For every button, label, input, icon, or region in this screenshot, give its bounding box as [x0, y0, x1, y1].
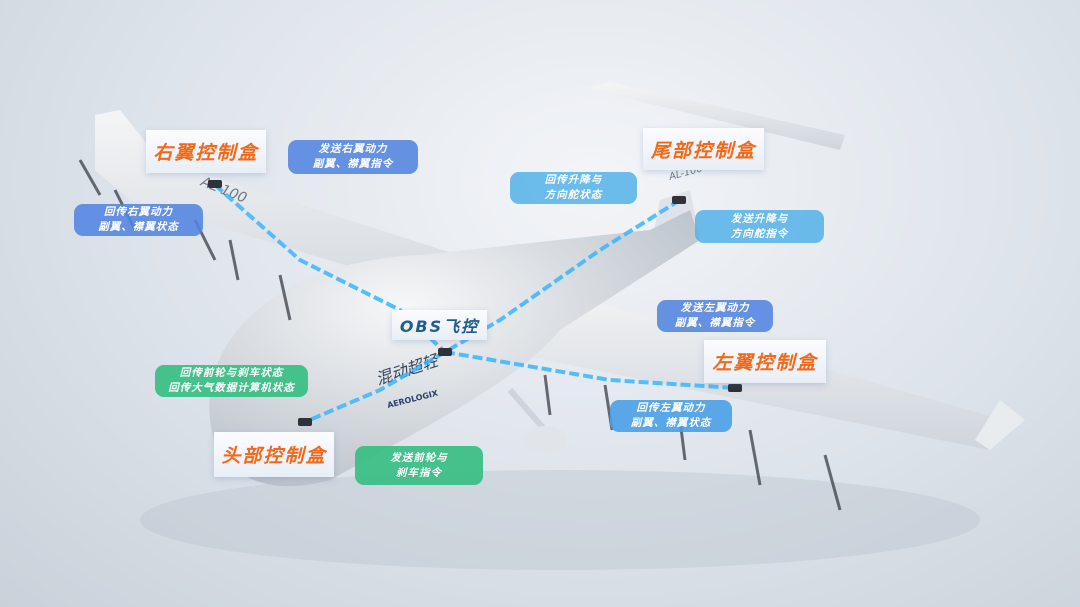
- line: 回传右翼动力: [104, 206, 173, 218]
- flight-control-label: OBS飞控: [392, 310, 487, 340]
- line: 回传大气数据计算机状态: [168, 382, 295, 394]
- line: 方向舵指令: [730, 227, 789, 240]
- line: 副翼、襟翼状态: [98, 221, 179, 233]
- head-control-box-label: 头部控制盒: [214, 432, 334, 477]
- send-head-message: 发送前轮与刹车指令: [355, 446, 483, 485]
- line: 副翼、襟翼指令: [312, 158, 394, 170]
- line: 回传升降与: [544, 174, 603, 186]
- return-left-wing-message: 回传左翼动力副翼、襟翼状态: [610, 400, 732, 432]
- line: 回传左翼动力: [636, 402, 706, 414]
- line: 刹车指令: [396, 466, 442, 479]
- tail-control-box-label: 尾部控制盒: [643, 128, 764, 170]
- control-box-modules: [208, 180, 742, 426]
- right-wing-control-box-label: 右翼控制盒: [146, 130, 266, 173]
- line: 副翼、襟翼指令: [674, 317, 756, 329]
- return-right-wing-message: 回传右翼动力副翼、襟翼状态: [74, 204, 203, 236]
- line: 回传前轮与刹车状态: [179, 367, 284, 379]
- line: 副翼、襟翼状态: [630, 417, 712, 429]
- return-tail-message: 回传升降与方向舵状态: [510, 172, 637, 204]
- line: 发送升降与: [730, 212, 789, 225]
- send-left-wing-message: 发送左翼动力副翼、襟翼指令: [657, 300, 773, 332]
- send-right-wing-message: 发送右翼动力副翼、襟翼指令: [288, 140, 418, 174]
- horizontal-stabilizer: [585, 82, 845, 150]
- return-head-message: 回传前轮与刹车状态回传大气数据计算机状态: [155, 365, 308, 397]
- left-wing-control-box-label: 左翼控制盒: [704, 340, 826, 383]
- send-tail-message: 发送升降与方向舵指令: [695, 210, 824, 243]
- line: 发送右翼动力: [318, 143, 388, 155]
- line: 方向舵状态: [544, 189, 603, 201]
- line: 发送前轮与: [390, 451, 448, 464]
- line: 发送左翼动力: [680, 302, 750, 314]
